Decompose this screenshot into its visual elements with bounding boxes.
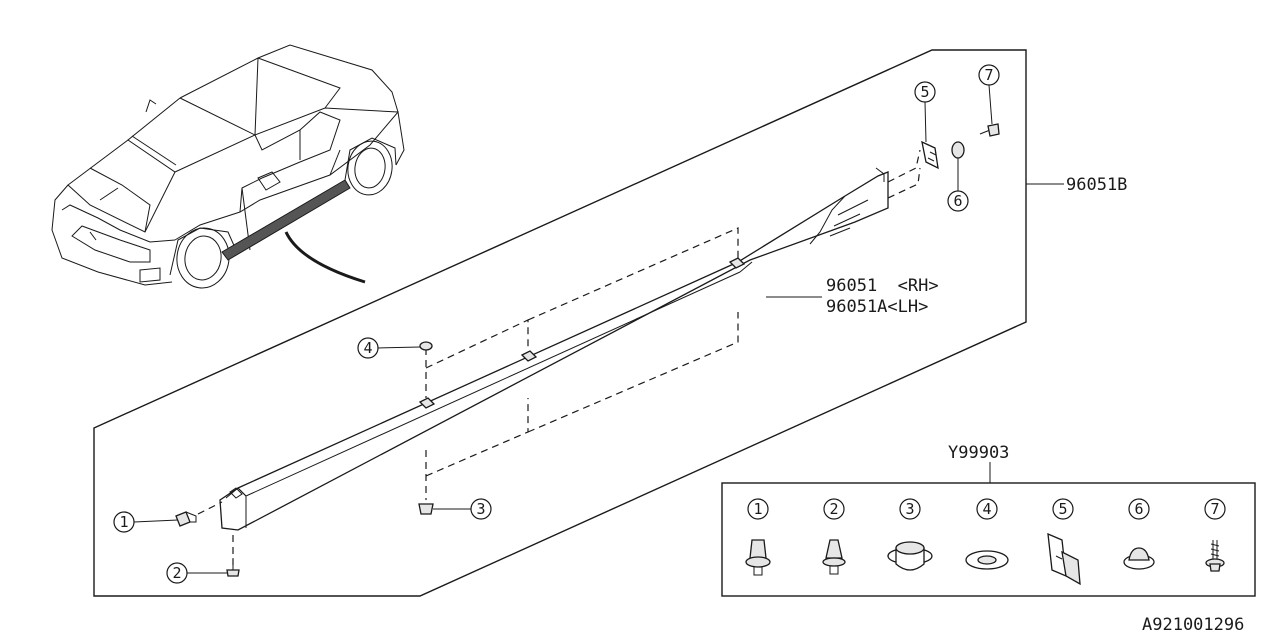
svg-text:96051A<LH>: 96051A<LH> <box>826 297 928 317</box>
fastener-2-screw <box>226 558 240 577</box>
kit-item-5: 5 <box>1047 498 1081 586</box>
svg-text:6: 6 <box>1134 500 1143 518</box>
kit-item-2: 2 <box>822 498 846 575</box>
svg-text:Y99903: Y99903 <box>948 443 1009 463</box>
fastener-kit-box: 1 2 3 4 5 <box>721 482 1256 597</box>
svg-text:4: 4 <box>363 339 372 357</box>
fastener-3-grommet <box>418 503 434 515</box>
kit-item-6: 6 <box>1123 498 1155 570</box>
callout-7: 7 <box>978 64 1000 125</box>
fastener-1-pushclip <box>175 511 197 527</box>
kit-item-1: 1 <box>745 498 771 576</box>
callout-6: 6 <box>947 158 969 212</box>
diagram-code: A921001296 <box>1142 615 1244 635</box>
svg-text:5: 5 <box>1058 500 1067 518</box>
fastener-7-screw <box>979 123 1000 137</box>
svg-text:4: 4 <box>982 500 991 518</box>
assembly-panel-outline <box>93 49 1027 597</box>
car-illustration <box>51 44 405 289</box>
svg-text:7: 7 <box>1210 500 1219 518</box>
kit-item-7: 7 <box>1204 498 1226 572</box>
label-96051b: 96051B <box>1026 175 1127 195</box>
kit-item-4: 4 <box>965 498 1009 570</box>
label-96051-rh-lh: 96051 <RH> 96051A<LH> <box>766 276 939 317</box>
svg-text:7: 7 <box>984 66 993 84</box>
svg-text:1: 1 <box>119 513 128 531</box>
callout-2: 2 <box>166 562 228 584</box>
label-y99903: Y99903 <box>948 443 1009 483</box>
svg-text:3: 3 <box>905 500 914 518</box>
callout-1: 1 <box>113 511 179 533</box>
callout-3: 3 <box>433 498 492 520</box>
svg-text:96051B: 96051B <box>1066 175 1127 195</box>
side-skirt-part <box>219 167 889 531</box>
svg-text:6: 6 <box>953 192 962 210</box>
kit-item-3: 3 <box>887 498 933 571</box>
svg-text:5: 5 <box>920 83 929 101</box>
svg-text:96051 <RH>: 96051 <RH> <box>826 276 939 296</box>
callout-5: 5 <box>914 81 936 143</box>
callout-4: 4 <box>357 337 421 359</box>
svg-text:2: 2 <box>829 500 838 518</box>
fastener-4-washer <box>419 341 433 351</box>
svg-text:1: 1 <box>753 500 762 518</box>
svg-text:3: 3 <box>476 500 485 518</box>
fastener-6-grommet <box>951 141 965 159</box>
svg-text:2: 2 <box>172 564 181 582</box>
assembly-guide-lines <box>197 149 921 565</box>
fastener-5-nut-clip <box>921 140 939 170</box>
